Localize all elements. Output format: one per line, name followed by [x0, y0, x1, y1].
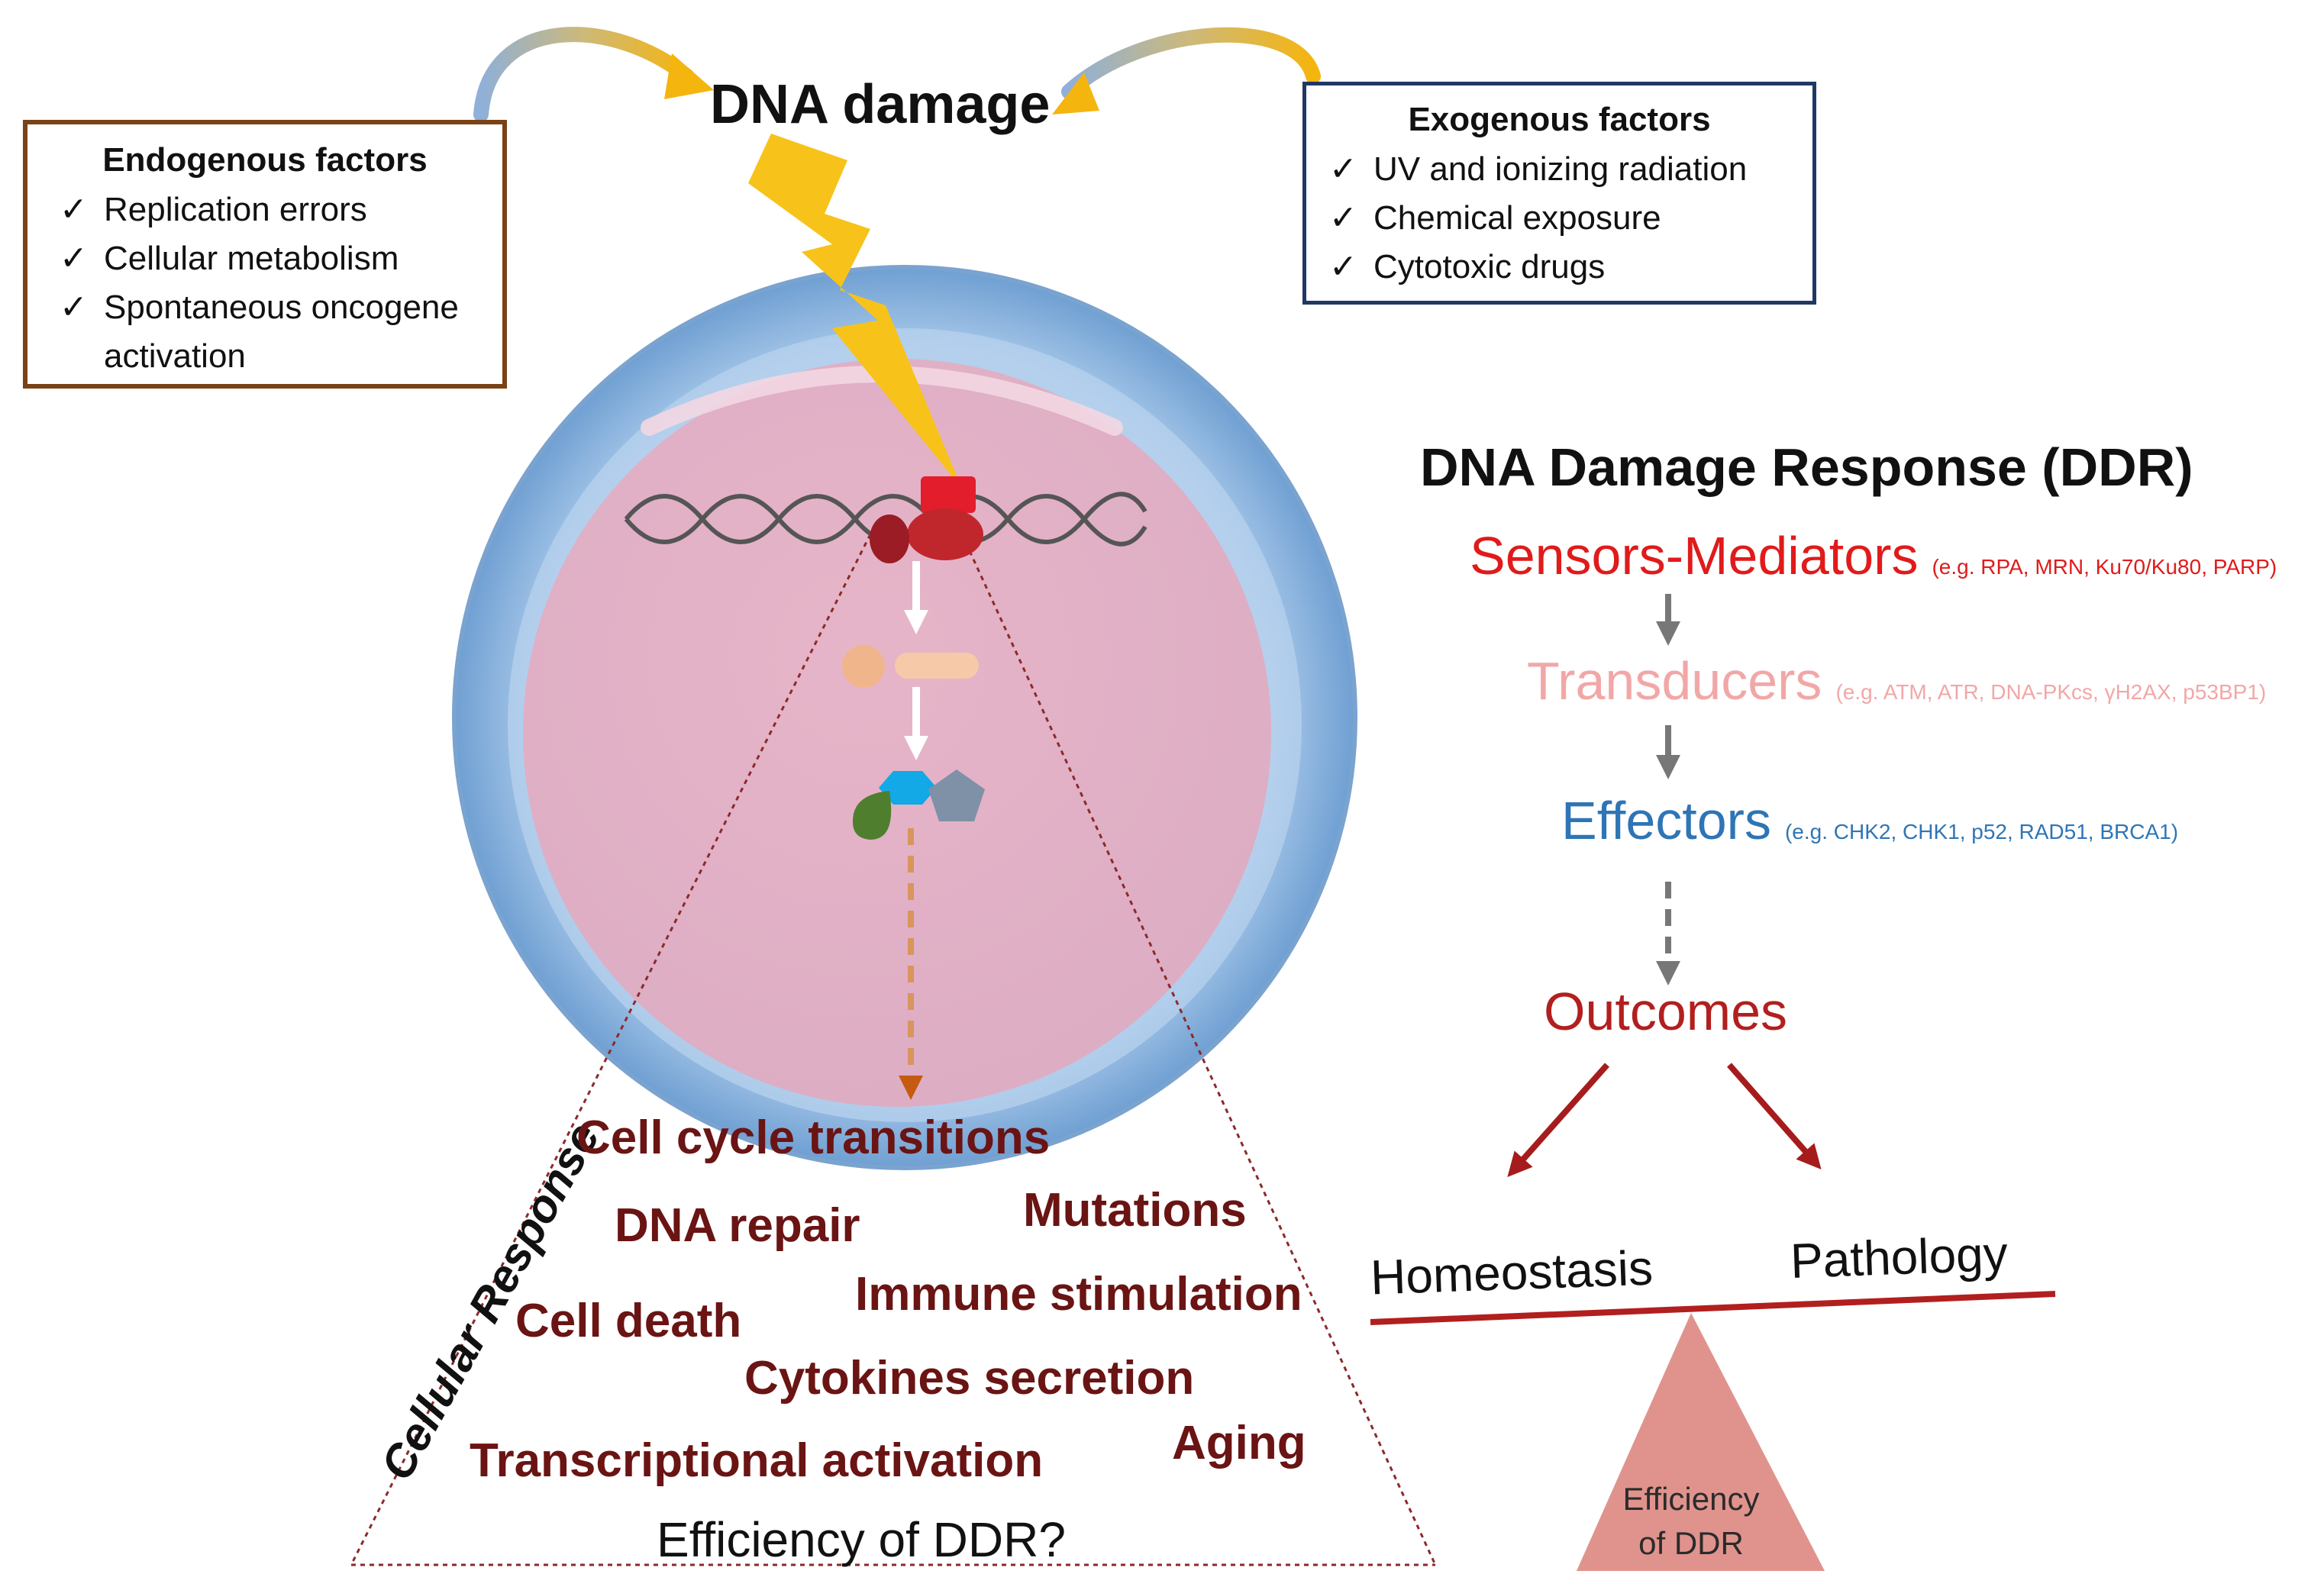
mediator-protein [870, 514, 909, 563]
stage-examples: (e.g. CHK2, CHK1, p52, RAD51, BRCA1) [1784, 820, 2179, 843]
outcome-arrow-right [1726, 1063, 1822, 1170]
response-cone [350, 534, 1437, 1566]
transducer-protein-bar [895, 653, 979, 679]
response-item: Transcriptional activation [470, 1434, 1044, 1487]
balance-beam [1370, 1291, 2056, 1325]
stage-name: Effectors [1561, 791, 1771, 850]
exogenous-arrow [1061, 27, 1321, 99]
endogenous-factors-box: Endogenous factors ✓Replication errors ✓… [23, 120, 507, 389]
exogenous-title: Exogenous factors [1408, 101, 1711, 138]
endogenous-list: ✓Replication errors ✓Cellular metabolism… [60, 185, 487, 381]
balance-right-label: Pathology [1789, 1226, 2009, 1289]
exogenous-list: ✓UV and ionizing radiation ✓Chemical exp… [1329, 145, 1803, 292]
outcome-arrow-left [1507, 1063, 1609, 1177]
endogenous-item: ✓Spontaneous oncogene activation [60, 283, 487, 381]
sensor-protein-square [921, 476, 976, 513]
stage-sensors-mediators: Sensors-Mediators (e.g. RPA, MRN, Ku70/Ku… [1470, 525, 2277, 586]
exogenous-factors-box: Exogenous factors ✓UV and ionizing radia… [1302, 82, 1816, 305]
check-icon: ✓ [60, 240, 88, 277]
stage-examples: (e.g. RPA, MRN, Ku70/Ku80, PARP) [1932, 555, 2277, 579]
stage-effectors: Effectors (e.g. CHK2, CHK1, p52, RAD51, B… [1561, 790, 2178, 851]
endogenous-item: ✓Replication errors [60, 185, 487, 234]
check-icon: ✓ [60, 289, 88, 326]
check-icon: ✓ [1329, 248, 1357, 285]
effector-pentagon [928, 769, 985, 821]
effector-leaf [852, 791, 892, 840]
stage-name: Transducers [1527, 651, 1822, 711]
ddr-title: DNA Damage Response (DDR) [1420, 437, 2193, 497]
exogenous-item: ✓Cytotoxic drugs [1329, 243, 1803, 292]
check-icon: ✓ [1329, 199, 1357, 237]
response-item: DNA repair [615, 1199, 860, 1252]
exogenous-arrowhead [1052, 73, 1099, 115]
transducer-protein-circle [842, 645, 885, 688]
efficiency-question: Efficiency of DDR? [657, 1512, 1066, 1567]
balance-fulcrum [1577, 1313, 1825, 1571]
exogenous-item: ✓UV and ionizing radiation [1329, 145, 1803, 194]
response-item: Cytokines secretion [744, 1352, 1195, 1405]
stage-outcomes: Outcomes [1544, 981, 1787, 1042]
effector-hexagon [879, 771, 937, 805]
stage-examples: (e.g. ATM, ATR, DNA-PKcs, γH2AX, p53BP1) [1835, 680, 2267, 704]
nucleus [523, 359, 1271, 1107]
check-icon: ✓ [60, 191, 88, 228]
fulcrum-label: Efficiency of DDR [1622, 1481, 1760, 1561]
check-icon: ✓ [1329, 150, 1357, 188]
response-item: Mutations [1023, 1184, 1247, 1237]
response-item: Cell cycle transitions [576, 1111, 1051, 1164]
lightning-bolt-icon [748, 134, 962, 489]
stage-transducers: Transducers (e.g. ATM, ATR, DNA-PKcs, γH2… [1527, 650, 2266, 711]
response-item: Aging [1172, 1417, 1306, 1469]
response-item: Immune stimulation [855, 1268, 1302, 1321]
exogenous-item: ✓Chemical exposure [1329, 194, 1803, 243]
response-item: Cell death [515, 1295, 742, 1347]
balance-left-label: Homeostasis [1369, 1240, 1654, 1305]
endogenous-title: Endogenous factors [102, 141, 428, 179]
sensor-protein-oval [907, 508, 983, 560]
stage-name: Sensors-Mediators [1470, 526, 1919, 585]
endogenous-item: ✓Cellular metabolism [60, 234, 487, 283]
endogenous-arrow [473, 27, 695, 122]
endogenous-arrowhead [664, 53, 714, 99]
stage-name: Outcomes [1544, 982, 1787, 1041]
dna-damage-title: DNA damage [710, 74, 1051, 135]
